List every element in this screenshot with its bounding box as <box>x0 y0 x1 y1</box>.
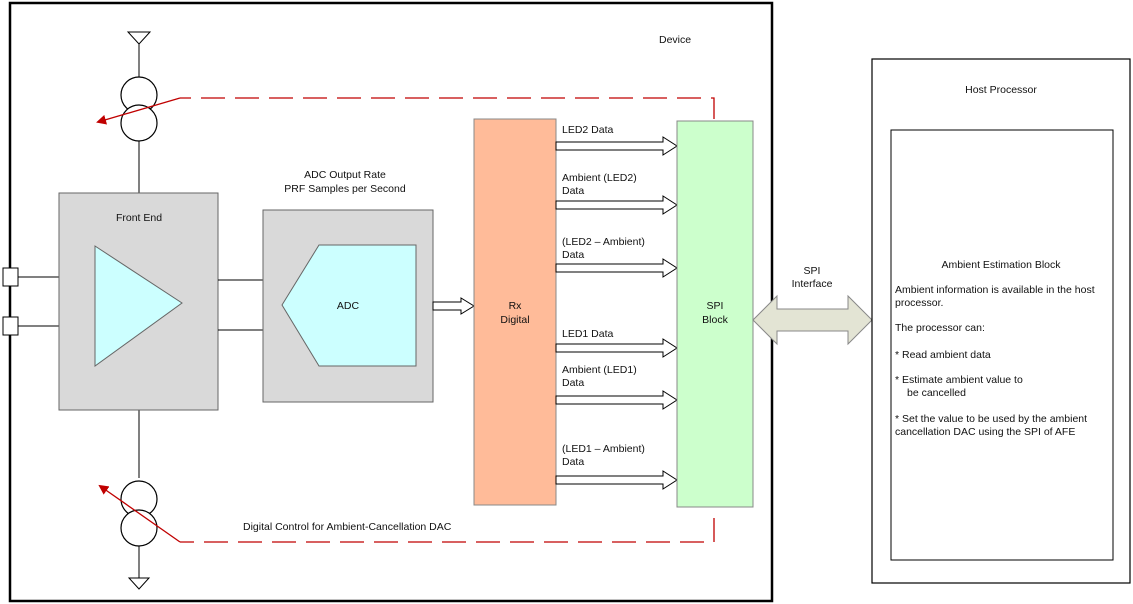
host-desc-line1: Ambient information is available in the … <box>895 284 1095 296</box>
input-pin-top <box>2 267 19 287</box>
host-can-label: The processor can: <box>895 322 985 334</box>
data-label: LED1 Data <box>562 328 614 340</box>
amplifier-icon <box>94 245 183 367</box>
control-lines <box>96 97 715 543</box>
input-pin-bottom <box>2 316 19 336</box>
data-label: Data <box>562 377 584 389</box>
adc-shape <box>281 244 417 367</box>
data-arrows <box>555 136 678 490</box>
data-arrow <box>555 470 678 490</box>
data-arrow <box>555 258 678 278</box>
data-label: LED2 Data <box>562 124 614 136</box>
spi-interface-arrow <box>752 294 873 346</box>
data-arrow <box>555 195 678 215</box>
spi-interface-line2: Interface <box>792 278 833 290</box>
adc-label: ADC <box>337 300 360 312</box>
adc-caption-line1: ADC Output Rate <box>304 169 386 181</box>
host-item-read: * Read ambient data <box>895 349 991 361</box>
data-arrow <box>555 338 678 358</box>
host-item-set-line1: * Set the value to be used by the ambien… <box>895 413 1087 425</box>
rx-digital-block <box>473 118 557 506</box>
front-end-title: Front End <box>116 212 162 224</box>
ambient-estimation-box <box>890 129 1114 561</box>
rx-digital-line2: Digital <box>500 314 529 326</box>
data-label: Data <box>562 249 584 261</box>
adc-caption-line2: PRF Samples per Second <box>284 183 406 195</box>
bottom-current-source <box>120 410 158 590</box>
top-current-source <box>120 31 158 193</box>
rx-digital-line1: Rx <box>509 300 523 312</box>
supply-triangle-icon <box>126 31 152 45</box>
spi-block-line2: Block <box>702 314 728 326</box>
spi-block <box>676 120 754 508</box>
data-label: (LED1 – Ambient) <box>562 443 645 455</box>
host-item-set-line2: cancellation DAC using the SPI of AFE <box>895 426 1075 438</box>
spi-block-line1: SPI <box>707 300 724 312</box>
host-processor-title: Host Processor <box>965 84 1037 96</box>
data-arrow <box>555 390 678 410</box>
ground-icon <box>127 577 151 590</box>
data-label: Data <box>562 456 584 468</box>
adc-to-rx-arrow <box>432 297 475 315</box>
host-item-estimate-line1: * Estimate ambient value to <box>895 374 1023 386</box>
host-item-estimate-line2: be cancelled <box>907 387 966 399</box>
host-desc-line2: processor. <box>895 297 943 309</box>
device-title: Device <box>659 34 691 46</box>
data-label: Ambient (LED1) <box>562 364 637 376</box>
data-label: Data <box>562 185 584 197</box>
data-arrow <box>555 136 678 156</box>
data-label: (LED2 – Ambient) <box>562 236 645 248</box>
data-label: Ambient (LED2) <box>562 172 637 184</box>
control-label: Digital Control for Ambient-Cancellation… <box>243 521 452 533</box>
ambient-estimation-title: Ambient Estimation Block <box>941 259 1061 271</box>
spi-interface-line1: SPI <box>804 265 821 277</box>
